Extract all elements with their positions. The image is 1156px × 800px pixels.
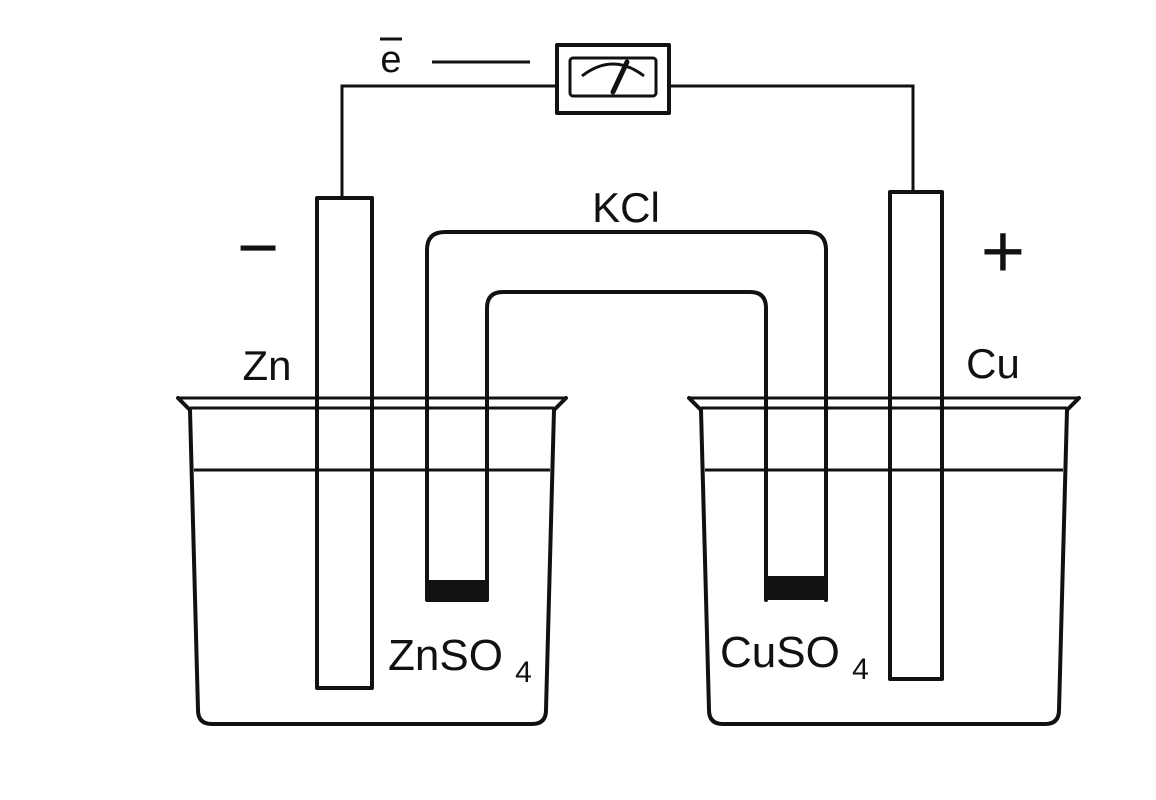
salt-bridge-left-plug	[427, 580, 487, 602]
galvanometer-scale	[581, 62, 645, 78]
right-beaker-outline	[687, 396, 1081, 726]
negative-sign: −	[237, 208, 279, 288]
wire-right	[669, 84, 915, 192]
anode-solution-label: ZnSO 4	[388, 631, 532, 689]
left-beaker-outline	[176, 396, 568, 726]
salt-bridge-right-plug	[766, 576, 826, 600]
anode-solution-subscript: 4	[515, 656, 532, 689]
right-beaker	[687, 396, 1081, 726]
galvanometer-needle	[610, 59, 630, 95]
copper-electrode	[888, 190, 944, 681]
anode-solution-text: ZnSO	[388, 631, 503, 680]
positive-sign: +	[981, 209, 1025, 294]
galvanometer-window	[568, 56, 658, 98]
zinc-electrode	[315, 196, 374, 690]
cathode-solution-text: CuSO	[720, 628, 840, 677]
galvanometer	[555, 43, 671, 115]
cathode-label: Cu	[966, 340, 1020, 387]
electron-text: e	[380, 39, 401, 81]
salt-bridge-inner	[485, 290, 768, 602]
anode-label: Zn	[242, 342, 291, 389]
salt-bridge-outer	[425, 230, 828, 602]
salt-bridge	[425, 230, 828, 602]
cathode-solution-label: CuSO 4	[720, 628, 869, 686]
external-circuit	[340, 60, 915, 198]
electron-label: e	[380, 37, 402, 81]
wire-left	[340, 84, 557, 198]
cathode-solution-subscript: 4	[852, 653, 869, 686]
galvanometer-case	[555, 43, 671, 115]
salt-bridge-label: KCl	[592, 184, 660, 231]
